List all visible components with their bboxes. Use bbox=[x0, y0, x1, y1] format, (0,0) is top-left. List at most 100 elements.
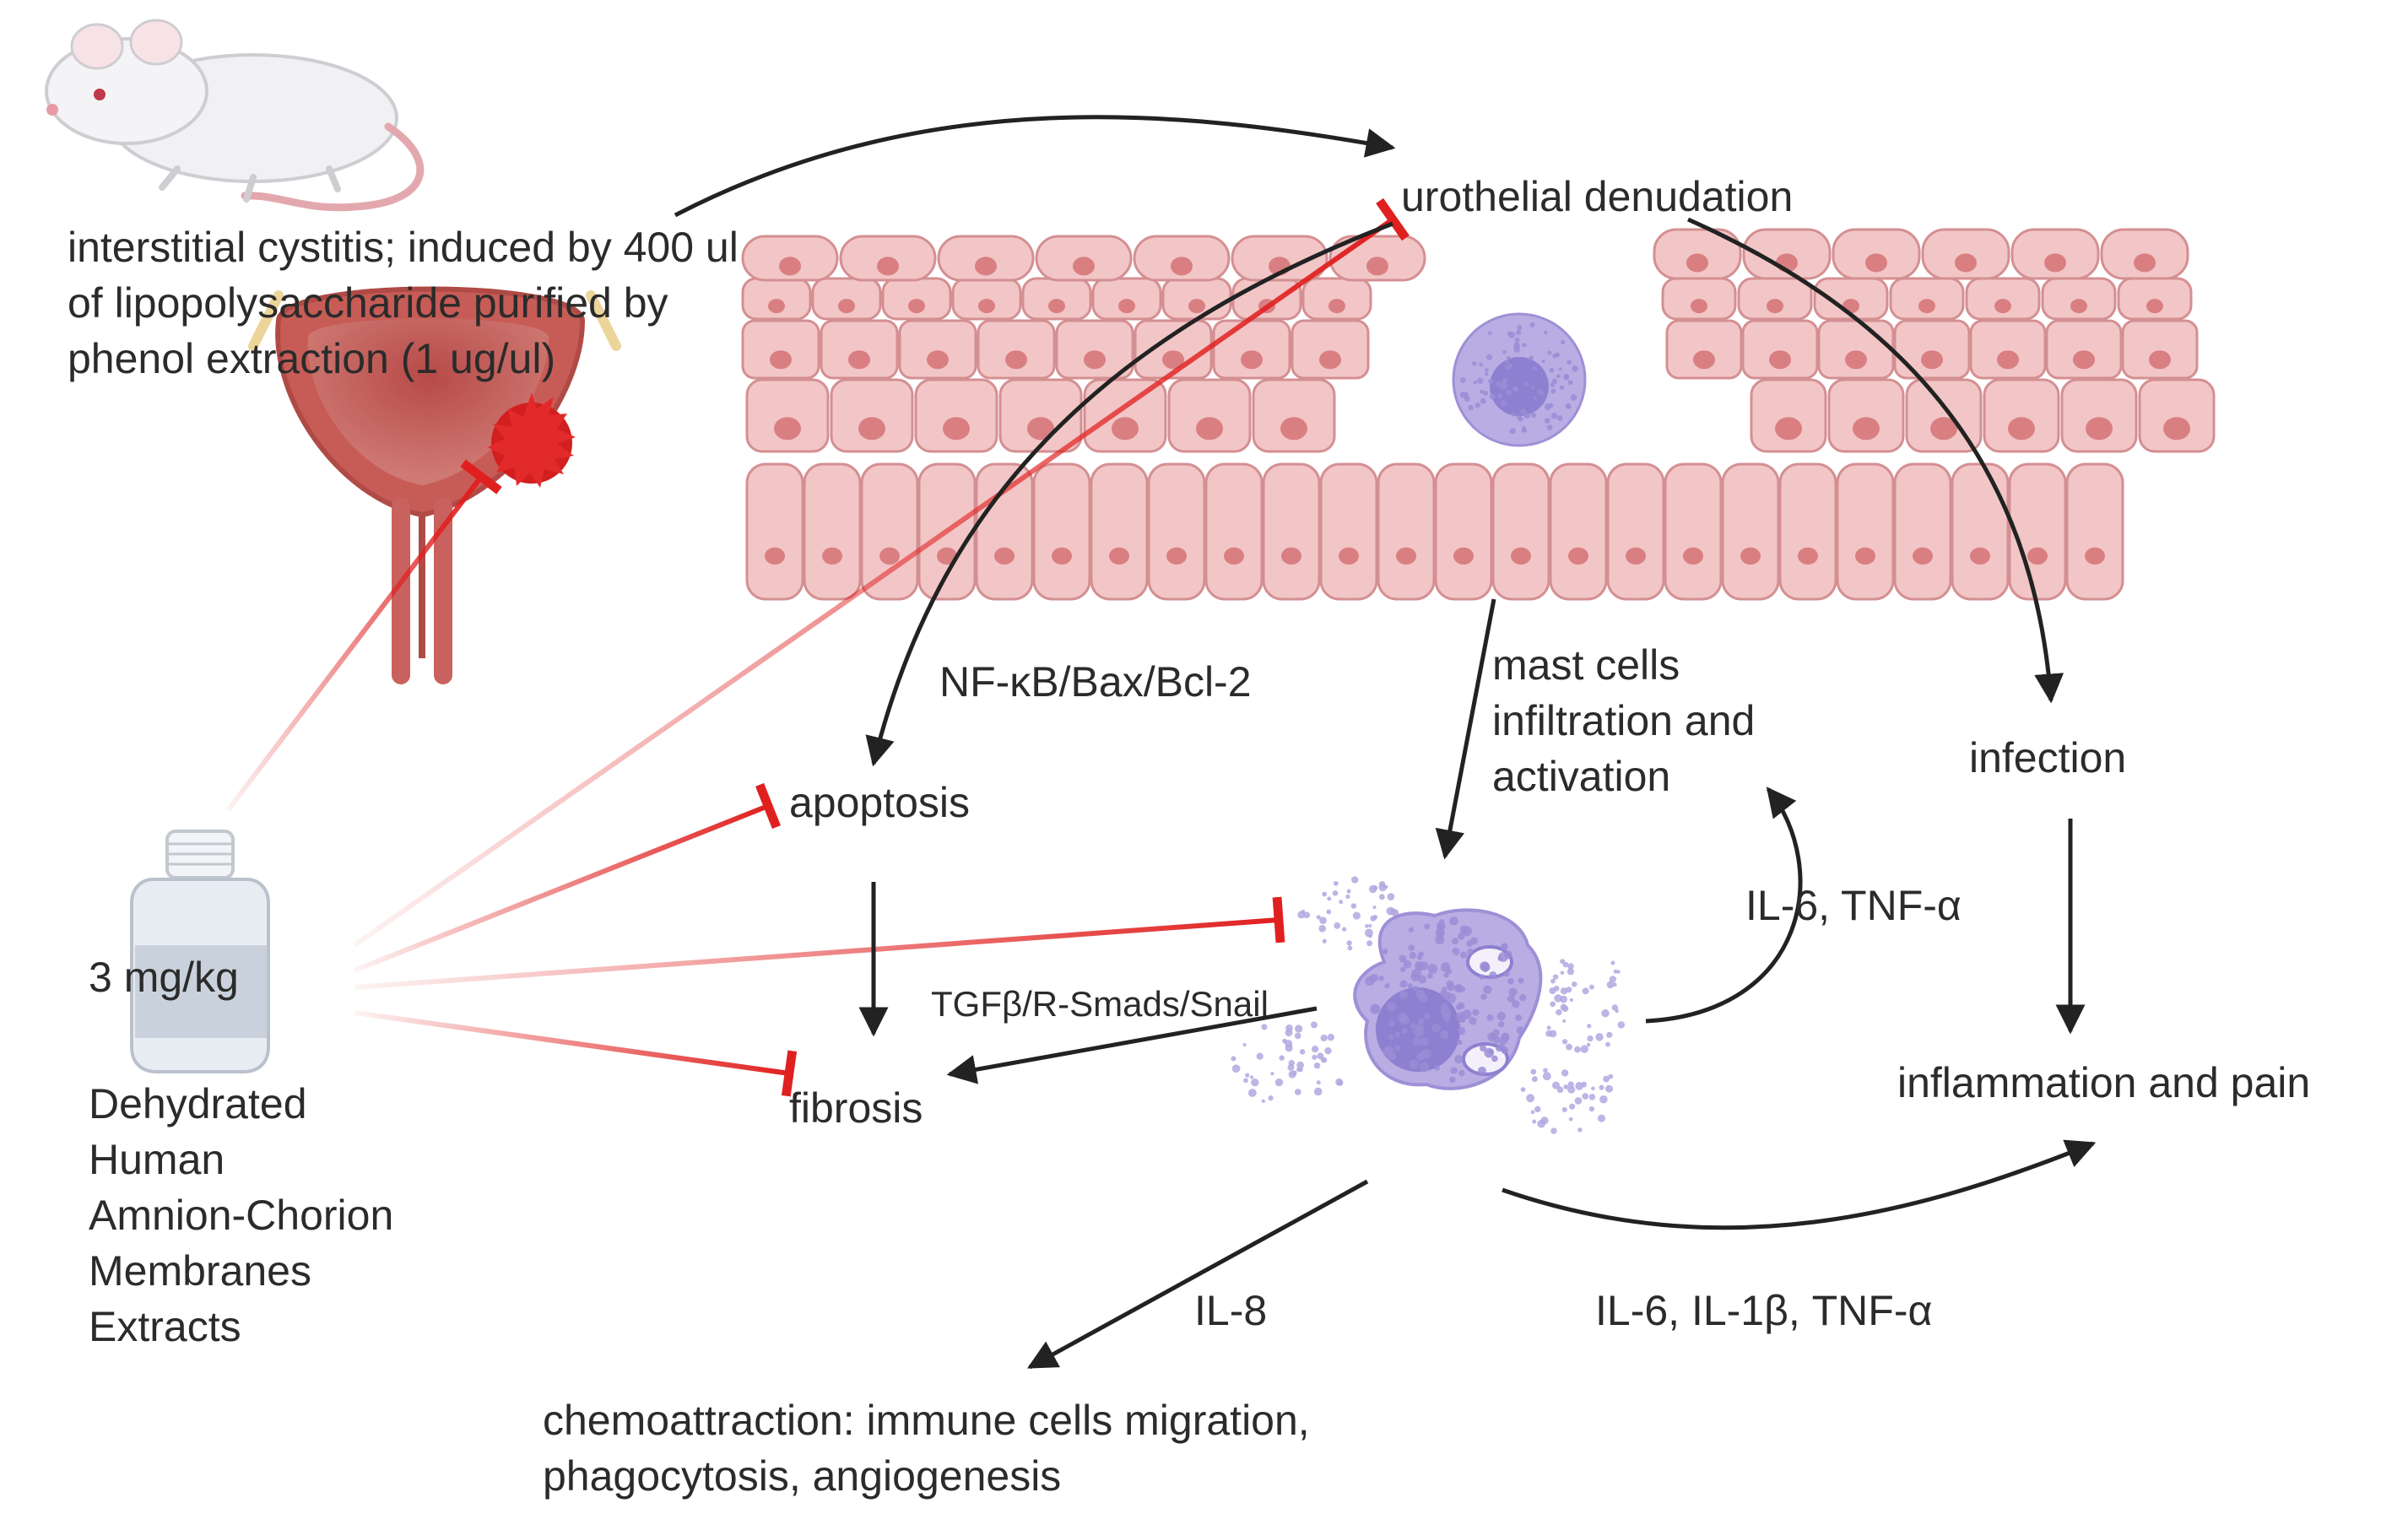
epithelial-cell bbox=[1921, 228, 2010, 280]
mast-to-fibrosis-edge bbox=[946, 1006, 1318, 1084]
epithelial-cell bbox=[741, 277, 812, 321]
epithelial-cell bbox=[914, 378, 998, 453]
epithelial-cell bbox=[1083, 378, 1167, 453]
mast-to-inflammation-edge bbox=[1502, 1139, 2097, 1230]
epithelial-cell bbox=[998, 378, 1083, 453]
treatment-line-4: Membranes bbox=[89, 1247, 311, 1295]
mast-cell-resting bbox=[1452, 312, 1587, 447]
edge-label-chemo-signal: IL-8 bbox=[1194, 1287, 1268, 1334]
mast-line-2: infiltration and bbox=[1492, 697, 1756, 744]
epithelial-cell bbox=[1827, 378, 1905, 453]
denudation-to-infection-edge bbox=[1686, 217, 2064, 704]
epithelial-cell bbox=[1035, 235, 1133, 282]
chemo-line-2: phagocytosis, angiogenesis bbox=[543, 1452, 1062, 1500]
treatment-label: Dehydrated Human Amnion-Chorion Membrane… bbox=[89, 1076, 393, 1354]
epithelial-cell bbox=[1965, 277, 2041, 321]
inhibit-fibrosis-edge bbox=[354, 1010, 798, 1097]
epithelial-cell bbox=[1262, 462, 1321, 601]
epithelial-cell bbox=[1951, 462, 2010, 601]
epithelial-cell bbox=[977, 319, 1056, 380]
treatment-line-1: Dehydrated bbox=[89, 1080, 307, 1127]
epithelial-cell bbox=[1161, 277, 1232, 321]
node-inflammation-pain: inflammation and pain bbox=[1897, 1059, 2311, 1106]
epithelial-cell bbox=[898, 319, 977, 380]
epithelial-cell bbox=[1737, 277, 1813, 321]
epithelial-cell bbox=[1091, 277, 1162, 321]
epithelial-cell bbox=[1212, 319, 1291, 380]
epithelial-cell bbox=[1741, 319, 1819, 380]
epithelial-cell bbox=[2100, 228, 2189, 280]
epithelial-cell bbox=[1231, 235, 1328, 282]
rat-illustration bbox=[45, 19, 425, 212]
epithelial-cell bbox=[1664, 462, 1723, 601]
epithelial-cell bbox=[1983, 378, 2060, 453]
node-infection: infection bbox=[1969, 734, 2127, 781]
treatment-line-3: Amnion-Chorion bbox=[89, 1192, 394, 1239]
epithelial-cell bbox=[741, 235, 839, 282]
activation-edges bbox=[674, 115, 2097, 1370]
edge-label-mast-feedback: IL-6, TNF-α bbox=[1745, 882, 1962, 929]
bottle-illustration bbox=[130, 830, 270, 1073]
epithelial-cell bbox=[1021, 277, 1092, 321]
epithelial-cell bbox=[1133, 235, 1231, 282]
epithelial-cell bbox=[1817, 319, 1895, 380]
rat-to-denudation-edge bbox=[674, 115, 1396, 218]
epithelial-cell bbox=[1836, 462, 1895, 601]
epithelial-cell bbox=[1434, 462, 1493, 601]
epithelial-cell bbox=[1032, 462, 1091, 601]
epithelial-cell bbox=[2045, 319, 2123, 380]
epithelial-cell bbox=[1661, 277, 1737, 321]
epithelial-cell bbox=[1889, 277, 1965, 321]
epithelial-cell bbox=[811, 277, 882, 321]
node-urothelial-denudation: urothelial denudation bbox=[1401, 173, 1794, 220]
epithelial-cell bbox=[1721, 462, 1780, 601]
epithelial-cell bbox=[1893, 319, 1971, 380]
epithelial-cell bbox=[1893, 462, 1952, 601]
epithelial-cell bbox=[1969, 319, 2047, 380]
epithelial-cell bbox=[1653, 228, 1742, 280]
epithelial-cell bbox=[1231, 277, 1302, 321]
epithelial-cell bbox=[2008, 462, 2067, 601]
epithelial-cell bbox=[1606, 462, 1665, 601]
epithelial-cell bbox=[1491, 462, 1550, 601]
tissue-to-mast-edge bbox=[1435, 598, 1496, 860]
inhibit-bladder-edge bbox=[225, 459, 502, 812]
epithelial-cell bbox=[2041, 277, 2117, 321]
dose-label: 3 mg/kg bbox=[89, 954, 239, 1001]
inhibit-urothelium-edge bbox=[353, 197, 1410, 948]
epithelial-cell bbox=[1778, 462, 1837, 601]
epithelial-cell bbox=[820, 319, 899, 380]
urothelium-tissue bbox=[741, 228, 2216, 601]
epithelial-cell bbox=[1167, 378, 1252, 453]
denudation-to-apoptosis-edge bbox=[865, 221, 1393, 767]
epithelial-cell bbox=[1134, 319, 1213, 380]
epithelial-cell bbox=[1090, 462, 1149, 601]
epithelial-cell bbox=[2117, 277, 2193, 321]
mast-cell-activated bbox=[1231, 876, 1626, 1134]
edge-label-fibrosis-pathway: TGFβ/R-Smads/Snail bbox=[931, 984, 1269, 1024]
inhibit-apoptosis-edge bbox=[353, 782, 782, 973]
node-fibrosis: fibrosis bbox=[789, 1084, 923, 1132]
mast-to-feedback-edge bbox=[1645, 787, 1803, 1024]
epithelial-cell bbox=[2060, 378, 2138, 453]
epithelial-cell bbox=[745, 378, 830, 453]
epithelial-cell bbox=[2138, 378, 2216, 453]
epithelial-cell bbox=[937, 235, 1035, 282]
epithelial-cell bbox=[1319, 462, 1378, 601]
epithelial-cell bbox=[2010, 228, 2100, 280]
model-line-3: phenol extraction (1 ug/ul) bbox=[68, 335, 556, 382]
treatment-line-5: Extracts bbox=[89, 1303, 241, 1350]
bladder-illustration bbox=[248, 286, 621, 684]
epithelial-cell bbox=[951, 277, 1022, 321]
epithelial-cell bbox=[2065, 462, 2124, 601]
epithelial-cell bbox=[1055, 319, 1134, 380]
epithelial-cell bbox=[881, 277, 952, 321]
epithelial-cell bbox=[1665, 319, 1743, 380]
model-line-2: of lipopolysaccharide purified by bbox=[68, 279, 668, 327]
epithelial-cell bbox=[1291, 319, 1370, 380]
mast-line-1: mast cells bbox=[1492, 641, 1680, 689]
epithelial-cell bbox=[2121, 319, 2199, 380]
edge-label-inflammation-signal: IL-6, IL-1β, TNF-α bbox=[1595, 1287, 1933, 1334]
mast-to-chemo-edge bbox=[1026, 1179, 1369, 1370]
